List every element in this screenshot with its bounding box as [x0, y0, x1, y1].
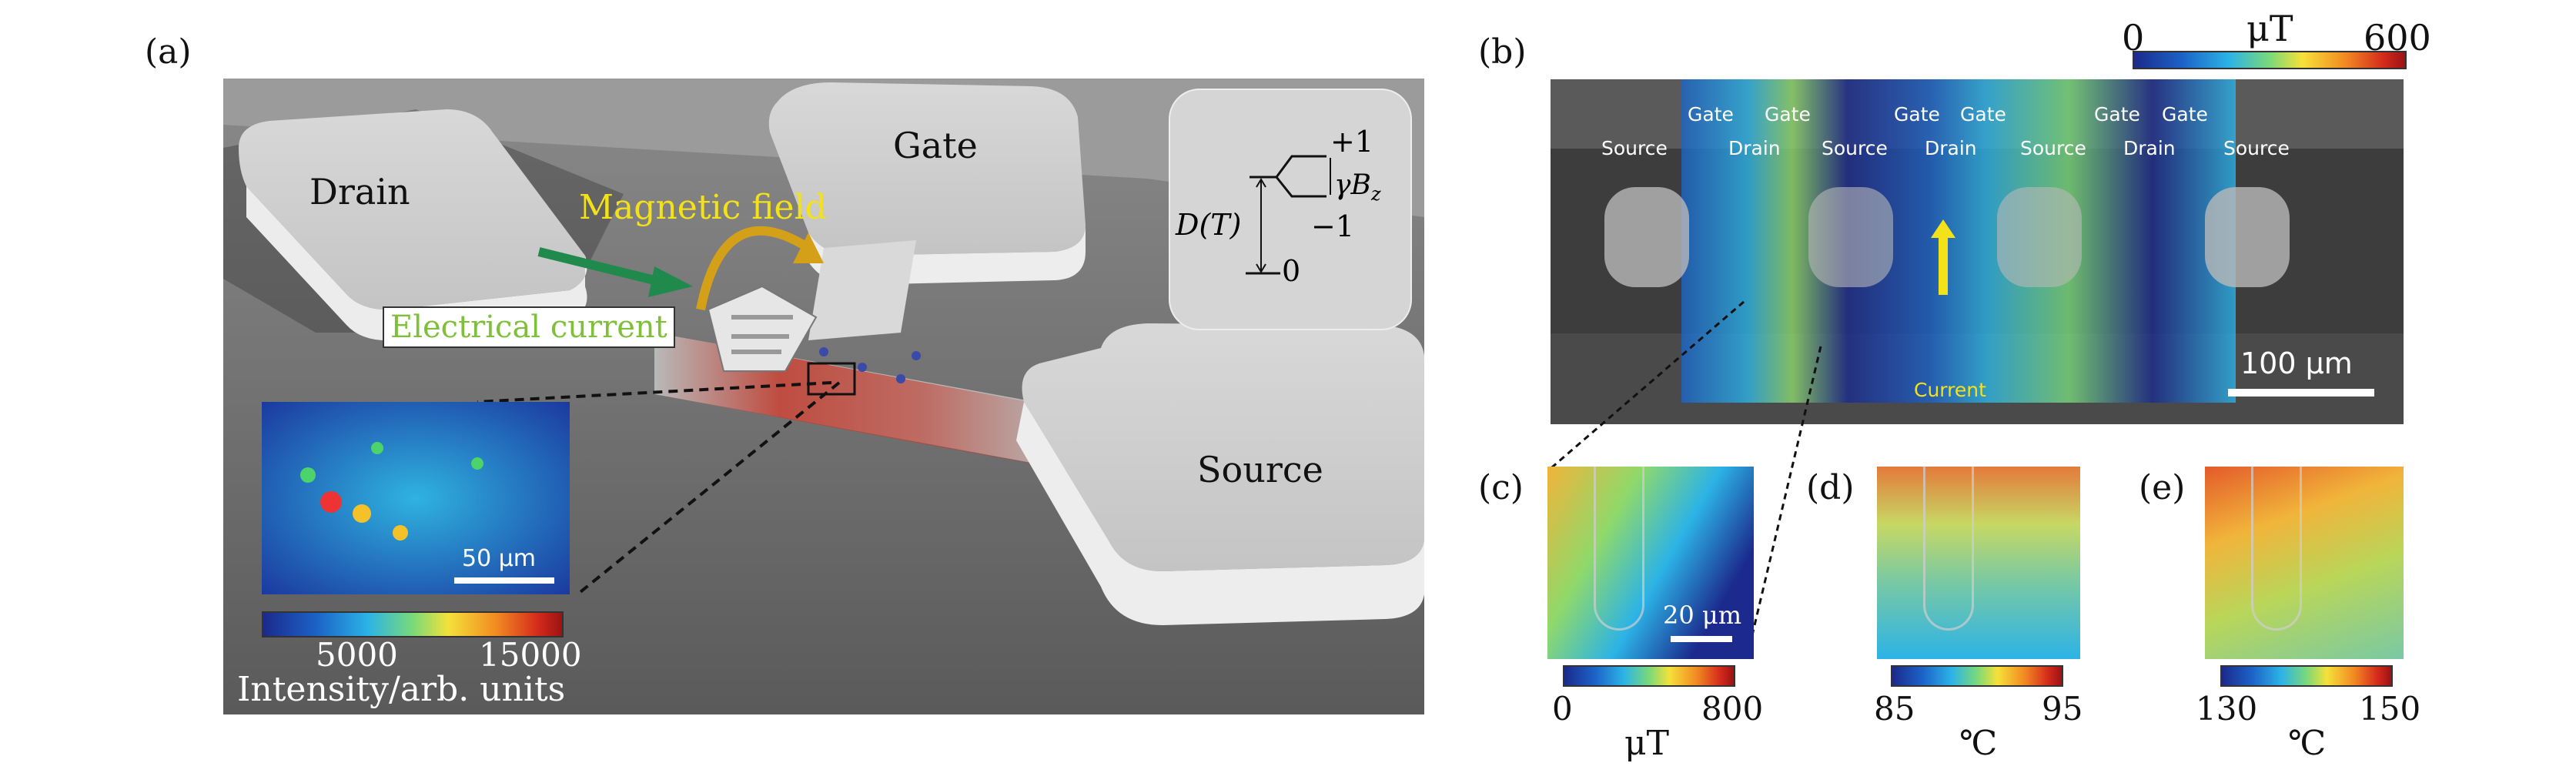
b-electrode-5: Source [2020, 137, 2086, 159]
e-colorbar [2220, 665, 2393, 687]
b-gate-2: Gate [1765, 103, 1811, 125]
b-gate-4: Gate [1960, 103, 2006, 125]
nv-sensor-chip [707, 285, 818, 372]
panel-d-label: (d) [1806, 468, 1855, 507]
electrode-pad-1 [1604, 187, 1689, 287]
c-cbar-unit: μT [1624, 724, 1669, 763]
b-colorbar [2133, 51, 2407, 69]
inset-intensity-map [262, 402, 570, 594]
c-colorbar [1563, 665, 1735, 687]
magnetic-field-label: Magnetic field [579, 188, 827, 227]
drain-pad [223, 109, 624, 341]
electrode-pad-4 [2205, 187, 2290, 287]
inset-cbar-tick-15000: 15000 [479, 636, 582, 674]
b-cbar-unit: μT [2246, 8, 2293, 49]
c-field-map [1547, 467, 1754, 659]
electrical-current-label: Electrical current [383, 306, 675, 348]
c-cbar-min: 0 [1552, 690, 1573, 728]
d-cbar-max: 95 [2042, 690, 2083, 728]
level-zero: 0 [1282, 254, 1301, 288]
pad-gate-label: Gate [893, 125, 978, 166]
d-cbar-unit: ℃ [1959, 724, 1998, 763]
inset-colorbar [262, 611, 564, 637]
source-pad [1016, 323, 1424, 625]
pad-drain-label: Drain [309, 171, 410, 212]
zero-field-splitting-label: D(T) [1176, 208, 1242, 242]
panel-a-label: (a) [145, 32, 192, 72]
b-electrode-1: Source [1601, 137, 1668, 159]
b-to-c-zoom-lines [1547, 300, 1822, 655]
b-electrode-3: Source [1822, 137, 1888, 159]
electrode-pad-2 [1808, 187, 1893, 287]
current-arrow [537, 247, 656, 285]
d-cbar-min: 85 [1874, 690, 1915, 728]
panel-b-label: (b) [1478, 32, 1527, 72]
scale-bar-100um [2228, 389, 2374, 397]
b-electrode-4: Drain [1925, 137, 1977, 159]
b-current-label: Current [1914, 379, 1986, 401]
c-cbar-max: 800 [1701, 690, 1764, 728]
sem-field-map [1551, 79, 2404, 424]
level-minus-one: −1 [1311, 209, 1355, 243]
b-electrode-7: Source [2223, 137, 2290, 159]
pad-source-label: Source [1197, 449, 1323, 490]
zeeman-splitting-label: γBz [1334, 169, 1381, 206]
c-scale-bar-label: 20 μm [1663, 601, 1742, 630]
electrode-pad-3 [1997, 187, 2082, 287]
inset-cbar-unit: Intensity/arb. units [237, 670, 566, 709]
magnetic-field-arrow [696, 226, 811, 311]
e-cbar-unit: ℃ [2288, 724, 2327, 763]
field-overlay [1681, 79, 2236, 403]
b-electrode-6: Drain [2123, 137, 2176, 159]
energy-level-inset [1169, 89, 1412, 330]
e-temperature-map [2205, 467, 2404, 659]
b-electrode-2: Drain [1728, 137, 1781, 159]
d-colorbar [1891, 665, 2063, 687]
e-cbar-min: 130 [2196, 690, 2258, 728]
b-scale-bar-label: 100 μm [2240, 346, 2353, 380]
b-gate-3: Gate [1894, 103, 1940, 125]
e-cbar-max: 150 [2359, 690, 2421, 728]
b-gate-6: Gate [2162, 103, 2208, 125]
level-plus-one: +1 [1330, 125, 1374, 159]
panel-e-label: (e) [2139, 468, 2186, 507]
zoom-lines [477, 381, 841, 596]
d-temperature-map [1877, 467, 2080, 659]
current-arrow-main [1939, 233, 1948, 295]
b-gate-5: Gate [2094, 103, 2140, 125]
inset-scale-bar-label: 50 μm [462, 545, 537, 572]
b-gate-1: Gate [1688, 103, 1734, 125]
energy-level-diagram [1246, 155, 1331, 275]
panel-c-label: (c) [1478, 468, 1524, 507]
inset-cbar-tick-5000: 5000 [316, 636, 398, 674]
